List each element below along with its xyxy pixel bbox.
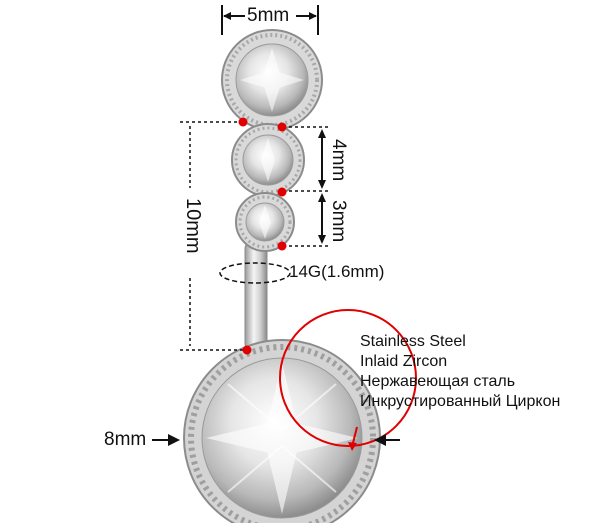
material-line-1: Stainless Steel bbox=[360, 333, 466, 350]
width-dimension-8mm bbox=[152, 434, 400, 446]
top-width-label: 5mm bbox=[247, 5, 290, 26]
top-gem bbox=[221, 29, 323, 131]
gauge-ellipse bbox=[219, 262, 291, 284]
material-line-3: Нержавеющая сталь bbox=[360, 373, 516, 390]
material-text: Stainless Steel Inlaid Zircon Нержавеюща… bbox=[360, 332, 560, 412]
gem-spacing-3mm bbox=[283, 193, 330, 247]
gem-spacing-3mm-label: 3mm bbox=[328, 200, 349, 243]
bar bbox=[244, 239, 268, 353]
material-line-4: Инкрустированный Циркон bbox=[360, 393, 561, 410]
bar-length-10mm bbox=[180, 121, 244, 351]
material-callout bbox=[279, 309, 417, 451]
bottom-gem bbox=[183, 339, 381, 528]
bottom-gem-width-label: 8mm bbox=[104, 429, 147, 450]
gem-spacing-4mm-label: 4mm bbox=[328, 139, 349, 182]
middle-gem-1 bbox=[231, 123, 305, 197]
measurement-markers bbox=[238, 117, 287, 355]
material-line-2: Inlaid Zircon bbox=[360, 353, 448, 370]
gauge-label: 14G(1.6mm) bbox=[289, 262, 385, 281]
width-dimension-5mm bbox=[221, 5, 319, 35]
gem-spacing-4mm bbox=[283, 126, 330, 192]
middle-gem-2 bbox=[235, 192, 295, 252]
bar-length-label: 10mm bbox=[182, 198, 204, 254]
